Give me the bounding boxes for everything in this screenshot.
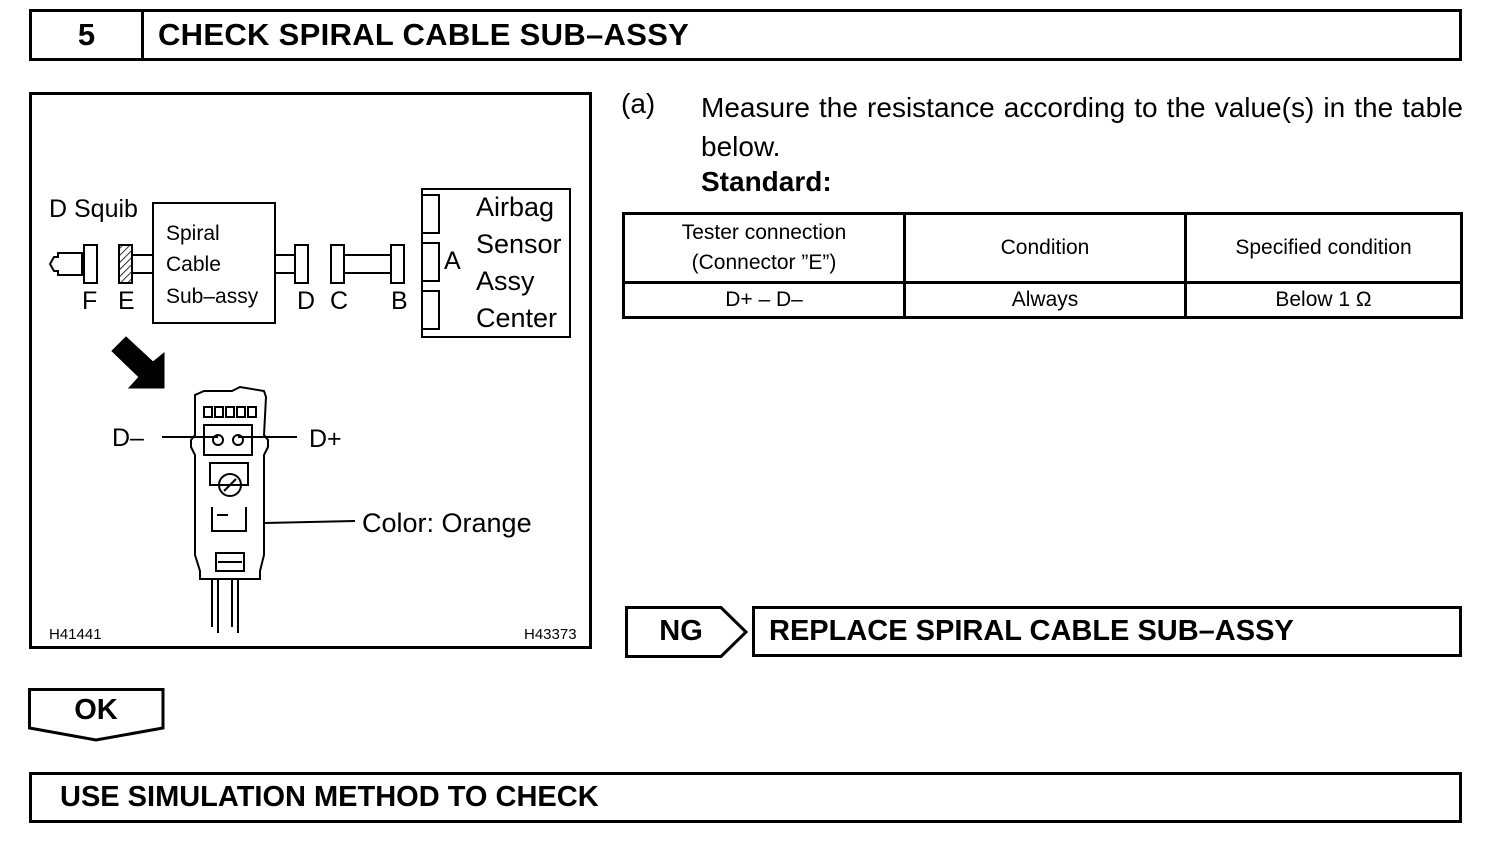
ng-action-box: REPLACE SPIRAL CABLE SUB–ASSY (752, 606, 1462, 657)
spec-table: Tester connection (Connector ”E”) Condit… (622, 212, 1463, 319)
connector-d-shape (294, 244, 309, 284)
connector-drawing (190, 385, 269, 633)
ng-arrow-shape (625, 606, 749, 658)
sensor-label-1: Airbag (476, 192, 554, 222)
step-header: 5 CHECK SPIRAL CABLE SUB–ASSY (29, 9, 1462, 61)
color-leader (263, 520, 356, 524)
sensor-label-2: Sensor (476, 229, 562, 259)
spiral-label-2: Cable (166, 253, 221, 276)
spiral-cable-box (152, 202, 276, 324)
ok-arrow-shape (28, 688, 165, 742)
connector-c-label: C (330, 287, 348, 315)
squib-plug-shape (48, 252, 83, 276)
connector-f-shape (83, 244, 98, 284)
connector-a-label: A (444, 247, 461, 275)
cell-connection: D+ – D– (622, 281, 906, 319)
ng-label: NG (659, 614, 703, 647)
d-minus-label: D– (112, 424, 144, 452)
step-number: 5 (32, 12, 144, 58)
instruction-text: Measure the resistance according to the … (701, 92, 1463, 162)
d-plus-label: D+ (309, 425, 342, 453)
header-condition: Condition (903, 212, 1187, 284)
sensor-label-4: Center (476, 303, 557, 333)
connector-b-shape (390, 244, 405, 284)
table-header-row: Tester connection (Connector ”E”) Condit… (622, 212, 1463, 284)
sensor-pin-2 (421, 242, 440, 282)
figure-code-left: H41441 (49, 626, 102, 643)
connector-c-shape (330, 244, 345, 284)
cell-specified: Below 1 Ω (1184, 281, 1463, 319)
header-tester-connection: Tester connection (Connector ”E”) (622, 212, 906, 284)
header-tester-line1: Tester connection (681, 221, 847, 244)
instruction-letter: (a) (621, 88, 656, 119)
d-squib-label: D Squib (49, 195, 138, 223)
cell-condition: Always (903, 281, 1187, 319)
step-title: CHECK SPIRAL CABLE SUB–ASSY (158, 17, 690, 52)
spiral-label-1: Spiral (166, 222, 220, 245)
ok-label: OK (74, 693, 118, 726)
standard-label: Standard: (701, 166, 832, 197)
spiral-label-3: Sub–assy (166, 285, 259, 308)
connector-f-label: F (82, 287, 97, 315)
arrow-icon (111, 336, 165, 389)
table-row: D+ – D– Always Below 1 Ω (622, 281, 1463, 319)
wiring-diagram: D Squib Spiral Cable Sub–assy F E D C B … (48, 188, 577, 643)
header-tester-line2: (Connector ”E”) (691, 251, 837, 274)
connector-b-label: B (391, 287, 408, 315)
color-label: Color: Orange (362, 508, 532, 538)
connector-e-label: E (118, 287, 135, 315)
final-action-box: USE SIMULATION METHOD TO CHECK (29, 772, 1462, 823)
figure-code-right: H43373 (524, 626, 577, 643)
sensor-pin-1 (421, 194, 440, 234)
connector-d-label: D (297, 287, 315, 315)
sensor-pin-3 (421, 290, 440, 330)
connector-e-shape (118, 244, 133, 284)
sensor-label-3: Assy (476, 266, 535, 296)
wiring-figure: D Squib Spiral Cable Sub–assy F E D C B … (29, 92, 592, 649)
header-specified-condition: Specified condition (1184, 212, 1463, 284)
